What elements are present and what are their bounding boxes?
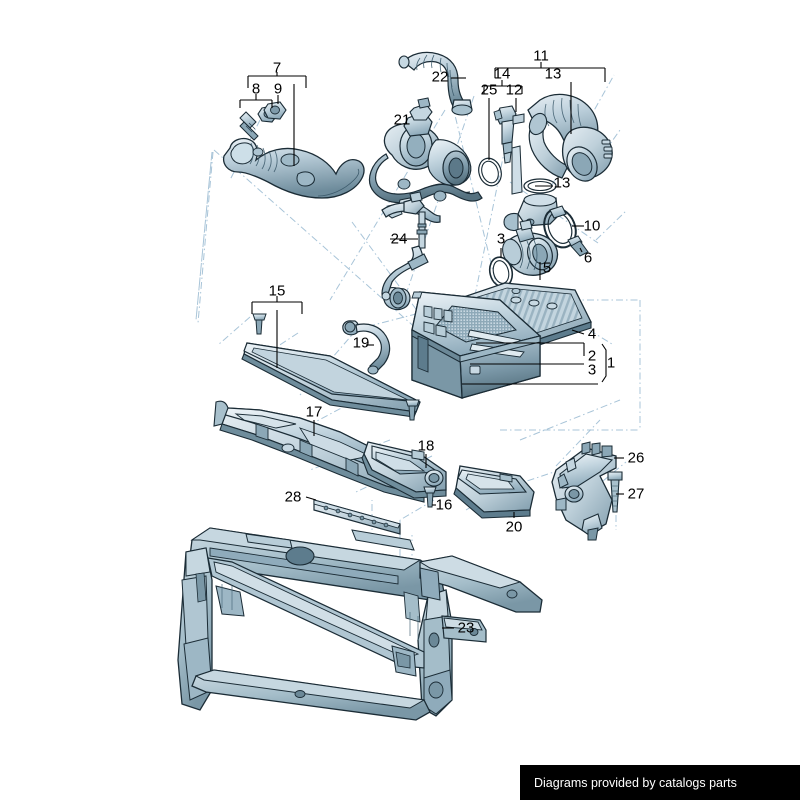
callout-16: 16 bbox=[435, 496, 453, 514]
callout-18: 18 bbox=[417, 437, 435, 455]
callout-2: 2 bbox=[587, 347, 597, 365]
callout-3-lower: 3 bbox=[587, 361, 597, 379]
part-corrugated-hose bbox=[398, 51, 473, 116]
callout-20: 20 bbox=[505, 518, 523, 536]
callout-23: 23 bbox=[457, 619, 475, 637]
callout-25: 25 bbox=[480, 81, 498, 99]
part-mounting-bolt-16 bbox=[423, 486, 437, 508]
part-o-ring bbox=[478, 157, 502, 187]
callout-19: 19 bbox=[352, 334, 370, 352]
callout-27: 27 bbox=[627, 485, 645, 503]
part-mounting-bolt-15b bbox=[405, 399, 420, 421]
callout-6: 6 bbox=[583, 249, 593, 267]
part-breather-hose bbox=[342, 320, 391, 375]
part-intake-hose-assembly bbox=[222, 137, 365, 199]
part-radiator-support-frame bbox=[177, 527, 543, 721]
part-mounting-bracket bbox=[551, 441, 617, 541]
part-air-mass-meter bbox=[502, 219, 559, 276]
callout-7: 7 bbox=[272, 59, 282, 77]
callout-13-top: 13 bbox=[544, 65, 562, 83]
callout-9: 9 bbox=[273, 80, 283, 98]
callout-5: 5 bbox=[542, 259, 552, 277]
callout-17: 17 bbox=[305, 403, 323, 421]
part-air-intake-cover bbox=[241, 342, 421, 418]
callout-12: 12 bbox=[505, 81, 523, 99]
part-air-intake-duct bbox=[453, 465, 535, 519]
callout-3-upper: 3 bbox=[496, 230, 506, 248]
callout-14: 14 bbox=[493, 65, 511, 83]
part-mounting-bolt-15a bbox=[252, 313, 267, 335]
callout-24: 24 bbox=[390, 230, 408, 248]
part-air-filter-housing bbox=[383, 287, 542, 399]
part-oil-return-line bbox=[381, 191, 441, 301]
leader-lines bbox=[239, 62, 624, 629]
part-hose-clamp bbox=[543, 205, 577, 249]
callout-10: 10 bbox=[583, 217, 601, 235]
callout-21: 21 bbox=[393, 111, 411, 129]
callout-26: 26 bbox=[627, 449, 645, 467]
callout-22: 22 bbox=[431, 68, 449, 86]
footer-credit-text: Diagrams provided by catalogs parts bbox=[534, 775, 737, 790]
callout-1: 1 bbox=[606, 354, 616, 372]
callout-11: 11 bbox=[533, 47, 549, 65]
part-vacuum-valve bbox=[493, 105, 525, 164]
callout-15: 15 bbox=[268, 282, 286, 300]
callout-13-lower: 13 bbox=[553, 174, 571, 192]
callout-28: 28 bbox=[284, 488, 302, 506]
part-connecting-pipe bbox=[511, 145, 523, 195]
footer-credit-bar: Diagrams provided by catalogs parts bbox=[520, 765, 800, 800]
callout-4: 4 bbox=[587, 325, 597, 343]
part-fasteners-8-9 bbox=[239, 101, 287, 141]
part-reinforcement-strip bbox=[313, 499, 401, 535]
part-turbocharger bbox=[369, 97, 483, 219]
part-screw-6 bbox=[567, 235, 589, 257]
part-hex-head-bolt bbox=[607, 471, 623, 513]
part-air-duct-insert bbox=[361, 441, 447, 499]
callout-8: 8 bbox=[251, 80, 261, 98]
